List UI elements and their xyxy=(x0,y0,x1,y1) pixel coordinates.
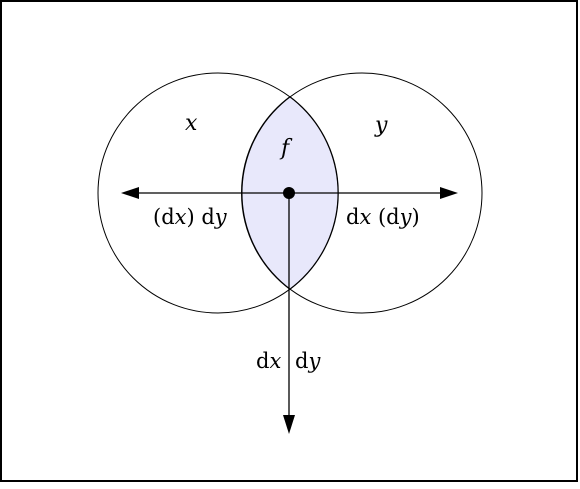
circle-x-label: x xyxy=(185,111,198,136)
arrow-left-label: (dx) dy xyxy=(153,205,228,229)
arrow-right-label: dx (dy) xyxy=(346,205,420,229)
circle-y-label: y xyxy=(374,113,388,138)
arrow-down-label-x: dx xyxy=(256,349,281,373)
arrow-down-head xyxy=(283,415,295,434)
arrow-down-label-y: dy xyxy=(295,349,321,373)
arrow-right-head xyxy=(440,187,458,199)
center-point xyxy=(283,187,295,199)
arrow-left-head xyxy=(121,187,139,199)
